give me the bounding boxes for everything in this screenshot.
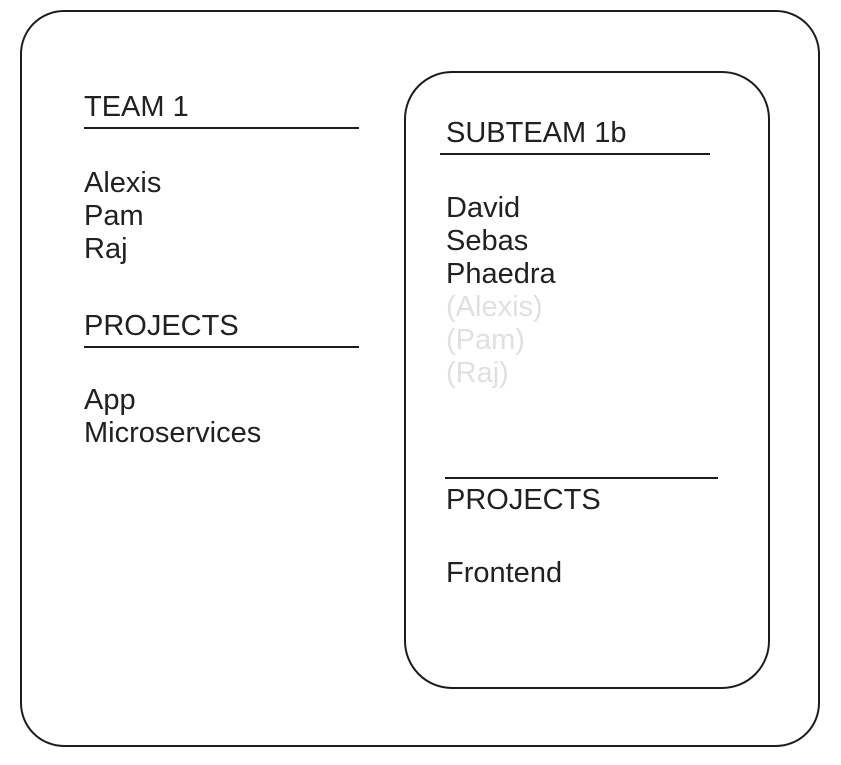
team-project: Microservices — [84, 417, 262, 449]
subteam-project: Frontend — [446, 557, 563, 589]
subteam-inherited-member: (Alexis) — [446, 291, 543, 323]
subteam-projects-title: PROJECTS — [446, 484, 601, 516]
team-projects-rule — [84, 346, 359, 348]
team-title-rule — [84, 127, 359, 129]
team-1-box: TEAM 1 Alexis Pam Raj PROJECTS App Micro… — [20, 10, 820, 747]
subteam-title: SUBTEAM 1b — [446, 117, 627, 149]
subteam-inherited-member: (Raj) — [446, 357, 509, 389]
team-title: TEAM 1 — [84, 91, 189, 123]
subteam-member: Phaedra — [446, 258, 556, 290]
team-projects-title: PROJECTS — [84, 310, 239, 342]
team-member: Pam — [84, 200, 144, 232]
team-member: Raj — [84, 233, 128, 265]
subteam-member: David — [446, 192, 521, 224]
team-member-list: Alexis Pam Raj — [84, 167, 161, 266]
team-project-list: App Microservices — [84, 384, 261, 450]
subteam-member-list: David Sebas Phaedra (Alexis) (Pam) (Raj) — [446, 192, 556, 390]
subteam-projects-rule — [445, 477, 718, 479]
team-member: Alexis — [84, 167, 162, 199]
subteam-1b-box — [404, 71, 770, 689]
subteam-project-list: Frontend — [446, 557, 562, 590]
subteam-member: Sebas — [446, 225, 529, 257]
subteam-title-rule — [440, 153, 710, 155]
subteam-inherited-member: (Pam) — [446, 324, 525, 356]
team-project: App — [84, 384, 136, 416]
